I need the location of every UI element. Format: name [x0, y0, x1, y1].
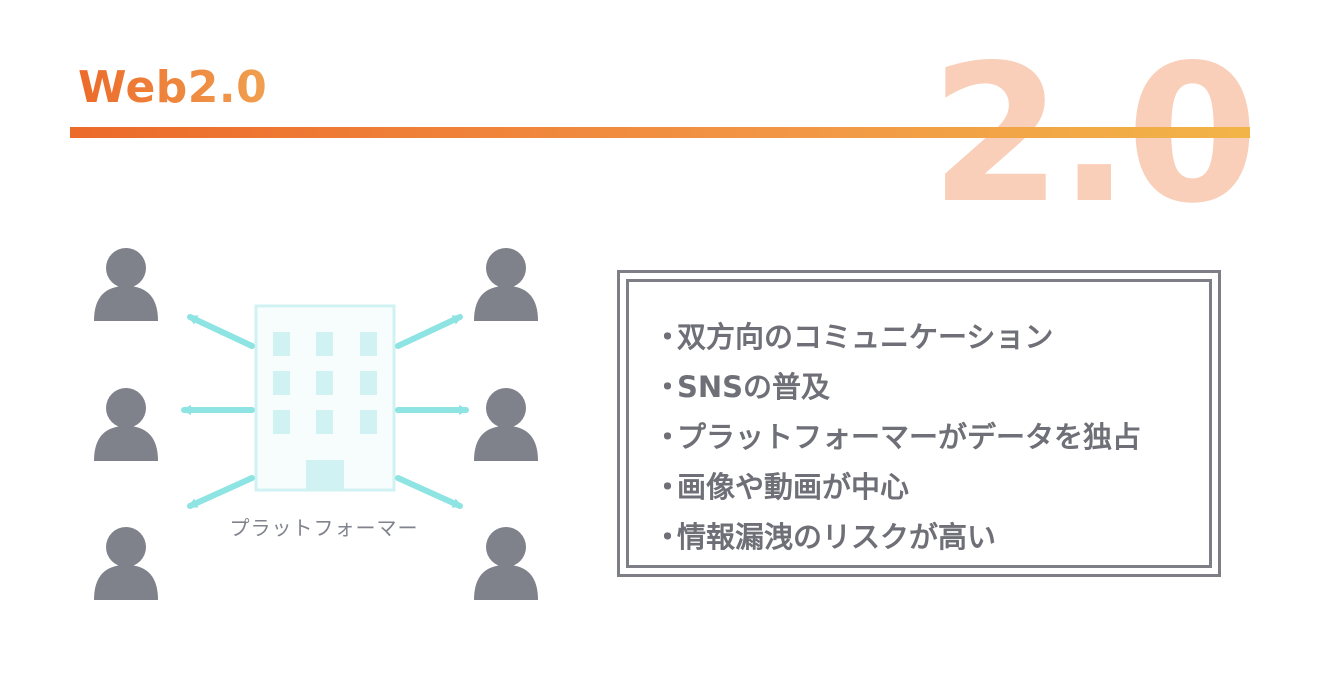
feature-item: ・画像や動画が中心 — [653, 462, 1141, 512]
feature-text: プラットフォーマーがデータを独占 — [677, 420, 1142, 454]
feature-item: ・情報漏洩のリスクが高い — [653, 512, 1141, 562]
bullet-dot: ・ — [653, 370, 683, 404]
feature-text: 画像や動画が中心 — [677, 470, 910, 504]
person-icon-right-middle — [474, 388, 538, 461]
feature-item: ・双方向のコミュニケーション — [653, 312, 1141, 362]
person-icon-left-middle — [94, 388, 158, 461]
person-icon-left-top — [94, 248, 158, 321]
platform-label: プラットフォーマー — [229, 516, 419, 540]
bullet-dot: ・ — [653, 470, 683, 504]
platform-diagram-svg — [94, 248, 538, 600]
person-icon-left-bottom — [94, 527, 158, 600]
feature-list: ・双方向のコミュニケーション ・SNSの普及 ・プラットフォーマーがデータを独占… — [653, 312, 1141, 562]
person-icon-right-bottom — [474, 527, 538, 600]
arrow-left-bottom — [187, 475, 255, 509]
feature-item: ・プラットフォーマーがデータを独占 — [653, 412, 1141, 462]
bullet-dot: ・ — [653, 420, 683, 454]
building-icon — [254, 304, 396, 492]
page-title: Web2.0 — [78, 62, 268, 113]
arrow-right-top — [395, 314, 463, 349]
bullet-dot: ・ — [653, 320, 683, 354]
arrow-left-top — [187, 314, 255, 349]
feature-text: 双方向のコミュニケーション — [677, 320, 1054, 354]
feature-item: ・SNSの普及 — [653, 362, 1141, 412]
features-box-inner-border: ・双方向のコミュニケーション ・SNSの普及 ・プラットフォーマーがデータを独占… — [626, 279, 1212, 568]
title-underline — [70, 127, 1250, 138]
feature-text: 情報漏洩のリスクが高い — [677, 520, 997, 554]
features-box: ・双方向のコミュニケーション ・SNSの普及 ・プラットフォーマーがデータを独占… — [617, 270, 1221, 577]
arrow-right-bottom — [395, 475, 463, 509]
platform-diagram: プラットフォーマー — [0, 0, 600, 691]
bullet-dot: ・ — [653, 520, 683, 554]
feature-text: SNSの普及 — [677, 370, 831, 404]
person-icon-right-top — [474, 248, 538, 321]
